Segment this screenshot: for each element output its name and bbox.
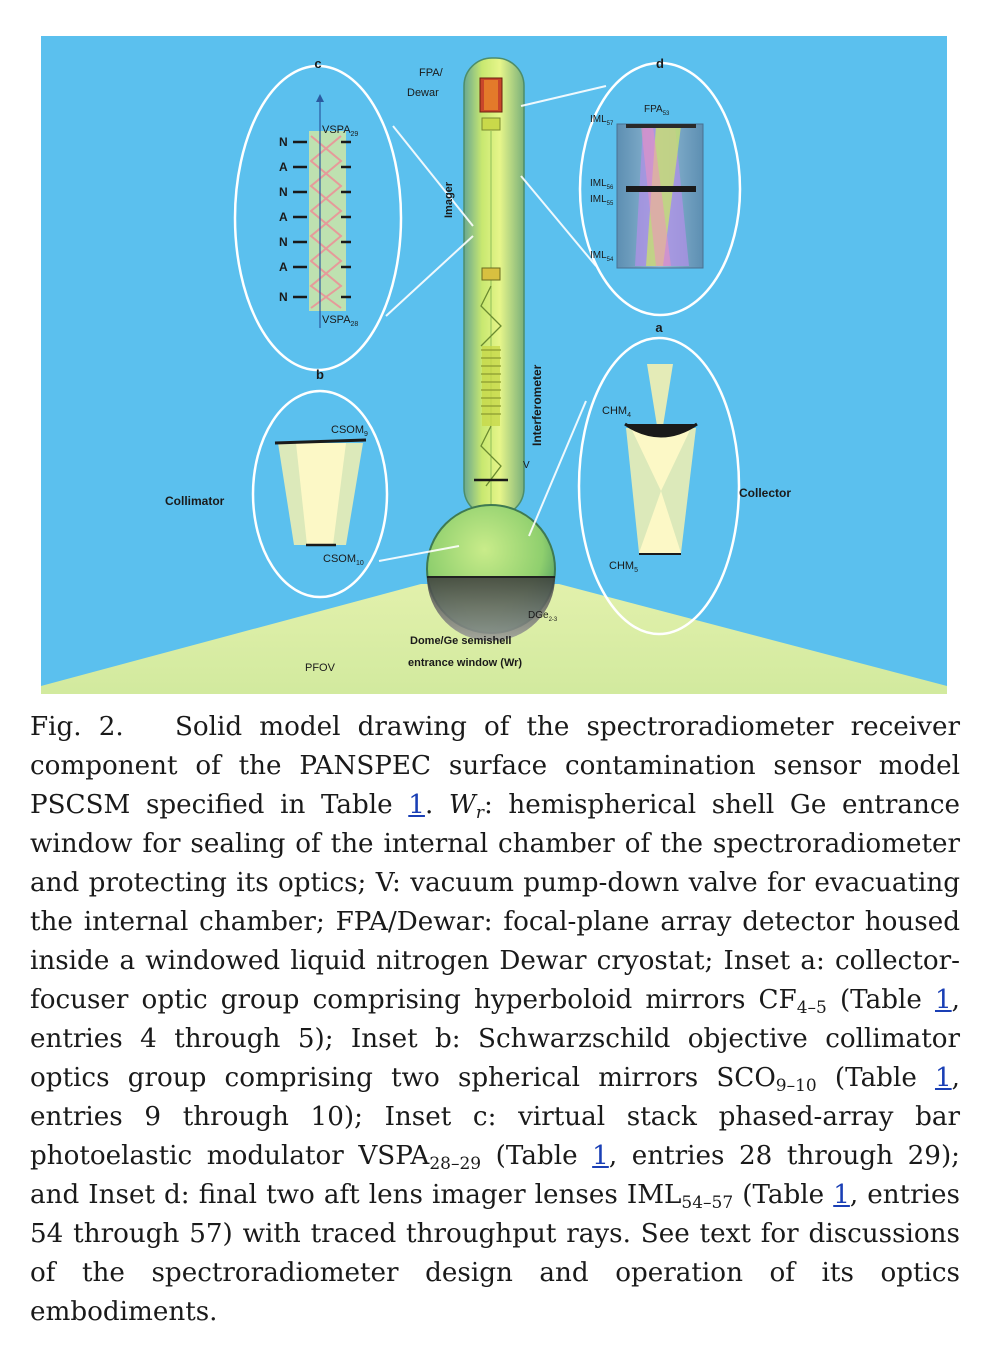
iml54-sub: 54 — [607, 257, 614, 263]
dome-label-line2: entrance window (Wr) — [408, 657, 522, 669]
svg-text:IML57: IML57 — [590, 114, 614, 127]
iml57-label: IML — [590, 114, 607, 125]
dge-label: DGe — [528, 610, 549, 621]
side-letter: N — [279, 235, 288, 249]
side-letter: A — [279, 260, 288, 274]
caption-text-6: (Table — [816, 1063, 935, 1093]
chm5-label: CHM — [609, 560, 634, 572]
caption-vspa-sub: 28–29 — [429, 1154, 482, 1174]
inset-d-letter: d — [656, 56, 664, 71]
fpa53-label: FPA — [644, 104, 663, 115]
svg-text:DGe2-3: DGe2-3 — [528, 610, 558, 623]
caption-text-4: (Table — [826, 985, 935, 1015]
caption-sco-sub: 9–10 — [775, 1076, 817, 1096]
inset-b-letter: b — [316, 367, 324, 382]
dge-sub: 2-3 — [549, 617, 558, 623]
table-ref-link-5[interactable]: 1 — [833, 1180, 850, 1210]
caption-iml-sub: 54–57 — [681, 1193, 734, 1213]
vspa28-sub: 28 — [351, 321, 359, 328]
ge-dome-window — [427, 577, 555, 641]
collimator-label: Collimator — [165, 494, 225, 508]
csom9-sub: 9 — [364, 431, 368, 438]
caption-text-8: (Table — [481, 1141, 593, 1171]
interferometer-label: Interferometer — [530, 364, 544, 446]
inset-a: a CHM4 CHM5 — [577, 320, 741, 636]
pfov-label: PFOV — [305, 662, 336, 674]
fpa53-sub: 53 — [663, 111, 670, 117]
svg-text:CHM5: CHM5 — [609, 560, 638, 574]
caption-w-sub: r — [475, 803, 484, 823]
caption-text-11: , entries 54 through 57) with traced thr… — [30, 1180, 960, 1327]
valve-label: V — [523, 460, 530, 471]
csom9-label: CSOM — [331, 424, 364, 436]
caption-text-1: Solid model drawing of the spectroradiom… — [30, 712, 960, 820]
iml54-label: IML — [590, 250, 607, 261]
svg-text:IML54: IML54 — [590, 250, 614, 263]
chm4-sub: 4 — [627, 412, 631, 419]
caption-fig-label: Fig. 2. — [30, 712, 124, 742]
svg-text:VSPA28: VSPA28 — [322, 314, 358, 328]
inset-d: d FPA53 IML57 IML56 IML55 IML54 — [578, 56, 742, 317]
vspa29-label: VSPA — [322, 124, 351, 136]
csom10-label: CSOM — [323, 553, 356, 565]
fpa-label-line2: Dewar — [407, 87, 439, 99]
csom10-sub: 10 — [356, 560, 364, 567]
vspa28-label: VSPA — [322, 314, 351, 326]
inset-c-letter: c — [314, 56, 321, 71]
side-letter: N — [279, 135, 288, 149]
iml55-sub: 55 — [607, 201, 614, 207]
table-ref-link-2[interactable]: 1 — [934, 985, 952, 1015]
chm5-sub: 5 — [634, 567, 638, 574]
fpa-label-line1: FPA/ — [419, 67, 444, 79]
iml55-label: IML — [590, 194, 607, 205]
figure-caption: Fig. 2. Solid model drawing of the spect… — [30, 708, 960, 1332]
caption-text-9: , entries 28 through 29); and Inset d: f… — [30, 1141, 960, 1210]
collector-label: Collector — [739, 486, 791, 500]
table-ref-link-1[interactable]: 1 — [408, 790, 425, 820]
caption-text-10: (Table — [733, 1180, 834, 1210]
svg-text:CHM4: CHM4 — [602, 405, 631, 419]
chm4-label: CHM — [602, 405, 627, 417]
svg-text:IML56: IML56 — [590, 178, 614, 191]
inset-connectors — [378, 85, 607, 562]
side-letter: N — [279, 185, 288, 199]
instrument-tube — [463, 57, 525, 517]
imager-label: Imager — [443, 181, 455, 218]
caption-text-5: , entries 4 through 5); Inset b: Schwarz… — [30, 985, 960, 1093]
inset-b: b CSOM9 CSOM10 — [251, 367, 389, 599]
vspa29-sub: 29 — [351, 131, 359, 138]
iml57-sub: 57 — [607, 121, 614, 127]
table-ref-link-3[interactable]: 1 — [934, 1063, 952, 1093]
caption-cf-sub: 4–5 — [796, 998, 827, 1018]
caption-text-3: : hemispherical shell Ge entrance window… — [30, 790, 960, 1015]
side-letter: A — [279, 210, 288, 224]
svg-text:IML55: IML55 — [590, 194, 614, 207]
inset-a-letter: a — [655, 320, 663, 335]
dome-label-line1: Dome/Ge semishell — [410, 635, 512, 647]
side-letter: A — [279, 160, 288, 174]
svg-text:CSOM10: CSOM10 — [323, 553, 364, 567]
caption-text-2: . — [424, 790, 449, 820]
iml56-label: IML — [590, 178, 607, 189]
svg-text:CSOM9: CSOM9 — [331, 424, 368, 438]
caption-text-7: , entries 9 through 10); Inset c: virtua… — [30, 1063, 960, 1171]
caption-w-symbol: W — [448, 790, 476, 820]
table-ref-link-4[interactable]: 1 — [592, 1141, 609, 1171]
iml56-sub: 56 — [607, 185, 614, 191]
svg-text:FPA53: FPA53 — [644, 104, 670, 117]
side-letter: N — [279, 290, 288, 304]
svg-text:VSPA29: VSPA29 — [322, 124, 358, 138]
